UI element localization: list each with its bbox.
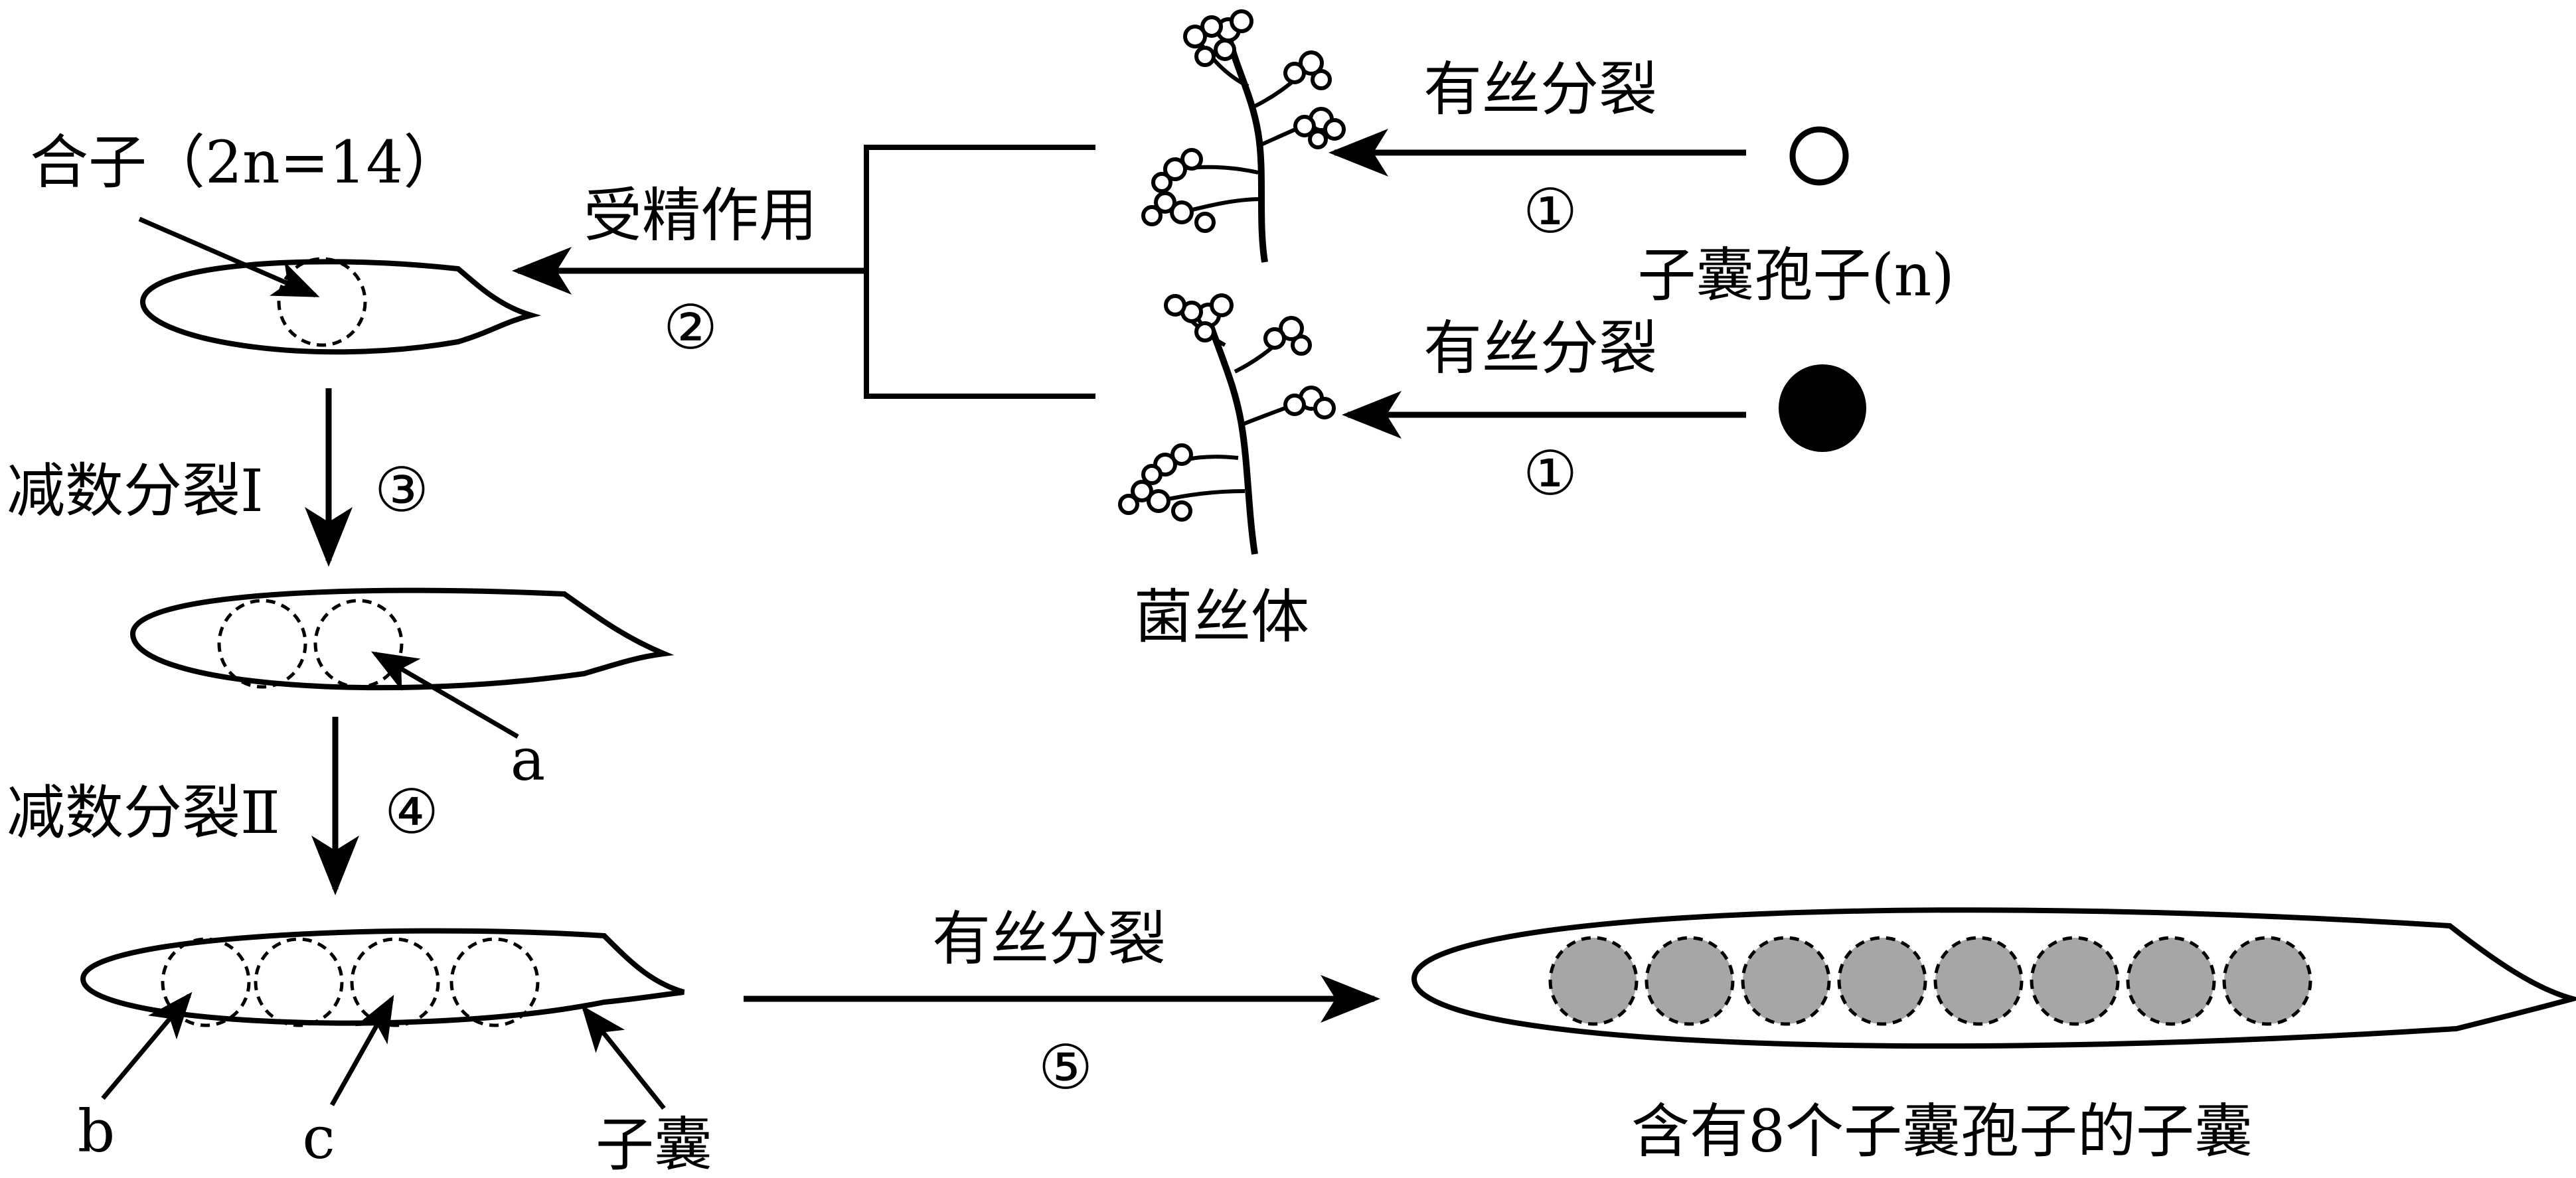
- mycelium-bottom-icon: [1118, 293, 1336, 555]
- nucleus-b: [161, 937, 251, 1027]
- ascus-meiosis2: [80, 928, 685, 1026]
- pointer-b: [101, 992, 193, 1100]
- black-ascospore: [1779, 364, 1866, 452]
- meiosis2-label: 减数分裂Ⅱ: [7, 778, 280, 847]
- ascus-meiosis1: [129, 587, 675, 691]
- pointer-ascus: [581, 1005, 666, 1110]
- spore-8: [2222, 936, 2312, 1026]
- step-4: ④: [384, 776, 439, 847]
- nucleus-2: [254, 937, 344, 1027]
- zygote-ascus: [139, 259, 542, 355]
- label-a: a: [511, 725, 545, 794]
- zygote-pointer: [138, 216, 320, 298]
- final-ascus: [1411, 907, 2576, 1049]
- label-b: b: [78, 1097, 115, 1165]
- ascospore-label: 子囊孢子(n): [1637, 241, 1954, 309]
- mycelium-top-icon: [1141, 9, 1346, 263]
- nucleus-c: [350, 937, 440, 1027]
- fusion-bracket: [864, 145, 1095, 399]
- nucleus-3: [449, 937, 540, 1027]
- mitosis-label-top: 有丝分裂: [1423, 55, 1657, 123]
- step-2: ②: [663, 292, 718, 363]
- zygote-label: 合子（2n=14）: [30, 128, 461, 196]
- step-1-top: ①: [1523, 176, 1577, 247]
- zygote-nucleus: [277, 257, 367, 347]
- pointer-c: [329, 994, 394, 1106]
- step-1-bottom: ①: [1523, 438, 1577, 509]
- nucleus-a: [313, 599, 404, 689]
- ascus-label: 子囊: [596, 1110, 712, 1178]
- spore-4: [1837, 936, 1927, 1026]
- meiosis1-label: 减数分裂Ⅰ: [7, 457, 264, 525]
- spore-5: [1933, 936, 2024, 1026]
- spore-7: [2126, 936, 2216, 1026]
- step-3: ③: [374, 455, 429, 526]
- spore-1: [1548, 936, 1639, 1026]
- label-c: c: [302, 1104, 335, 1172]
- step-5: ⑤: [1038, 1032, 1093, 1103]
- mitosis-label-mid: 有丝分裂: [1423, 314, 1657, 382]
- nucleus-1: [217, 599, 307, 689]
- white-ascospore: [1789, 126, 1849, 186]
- pointer-a: [370, 651, 519, 739]
- final-spores: [1548, 936, 2312, 1026]
- spore-3: [1741, 936, 1831, 1026]
- spore-6: [2030, 936, 2120, 1026]
- mitosis-label-bottom: 有丝分裂: [932, 905, 1166, 973]
- mycelium-label: 菌丝体: [1134, 583, 1309, 651]
- fertilization-label: 受精作用: [584, 181, 817, 250]
- final-ascus-label: 含有8个子囊孢子的子囊: [1631, 1097, 2253, 1165]
- spore-2: [1645, 936, 1735, 1026]
